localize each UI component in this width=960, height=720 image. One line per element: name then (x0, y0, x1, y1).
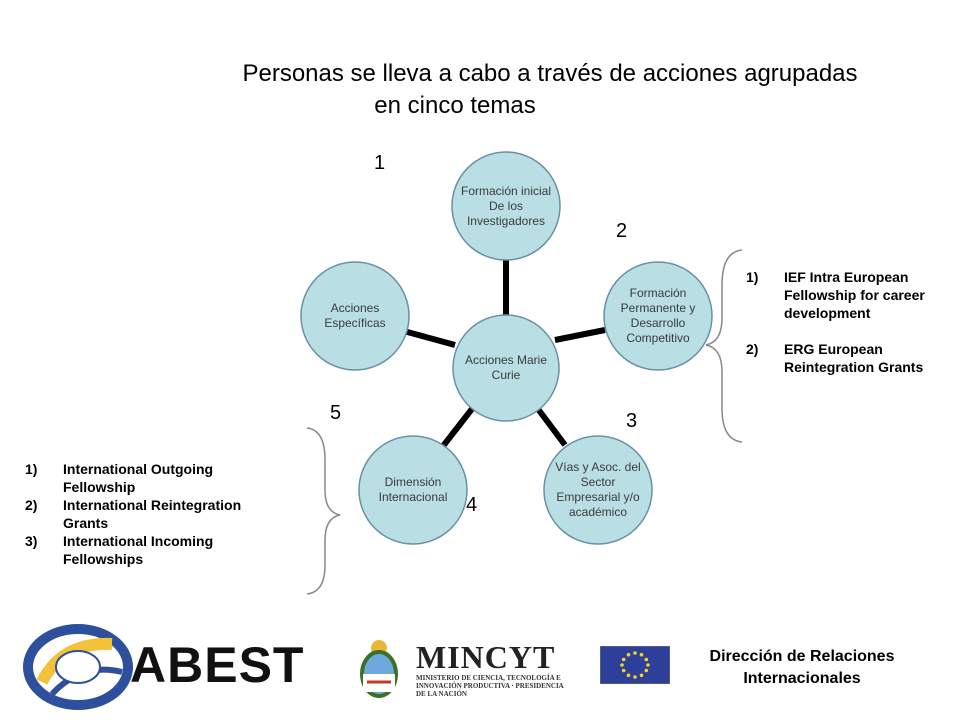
left-brace (306, 427, 341, 595)
mincyt-wordmark: MINCYT (416, 639, 556, 675)
node-number-4: 4 (466, 494, 478, 516)
list-item: 2) International Reintegration Grants (25, 496, 275, 532)
connector-3 (532, 403, 568, 447)
node-label-1: Formación inicial De los Investigadores (460, 183, 552, 228)
node-circle-1 (451, 151, 561, 261)
list-item: 1) IEF Intra European Fellowship for car… (746, 268, 946, 322)
abest-wordmark: ABEST (130, 637, 305, 693)
list-item: 3) International Incoming Fellowships (25, 532, 275, 568)
list-item-text: International Incoming Fellowships (63, 533, 214, 567)
center-label-wrap: Formación inicial De los Investigadores (454, 168, 558, 244)
node-circle-4 (358, 435, 468, 545)
center-label: Acciones Marie Curie (464, 353, 548, 382)
connector-5 (399, 327, 456, 348)
list-item-number: 2) (746, 341, 759, 357)
title-line-2: en cinco temas (374, 92, 536, 119)
node-number-5: 5 (330, 402, 342, 424)
node-label-5: Acciones Específicas (324, 301, 386, 330)
left-fellowship-list: 1) International Outgoing Fellowship 2) … (25, 460, 275, 568)
right-brace (705, 249, 743, 443)
list-item-text: ERG European Reintegration Grants (784, 341, 924, 375)
list-item-text: International Outgoing Fellowship (63, 461, 214, 495)
list-item-number: 3) (25, 533, 38, 549)
node-circle-2 (603, 261, 713, 371)
argentina-coat-of-arms-icon (360, 640, 398, 698)
connector-2 (554, 327, 606, 343)
slide-title: Personas se lleva a cabo a través de acc… (0, 58, 960, 122)
department-line-2: Internacionales (743, 670, 861, 687)
list-item-text: International Reintegration Grants (63, 497, 242, 531)
right-fellowship-list: 1) IEF Intra European Fellowship for car… (746, 268, 946, 376)
node-circle-3 (543, 435, 653, 545)
center-circle (452, 314, 560, 422)
list-item: 2) ERG European Reintegration Grants (746, 340, 946, 376)
eu-flag-icon (600, 646, 670, 684)
abest-swirl-logo (23, 624, 133, 710)
list-item-text: IEF Intra European Fellowship for career… (784, 269, 925, 321)
department-name: Dirección de Relaciones Internacionales (672, 646, 932, 690)
node-number-3: 3 (626, 410, 638, 432)
node-label-3: Vías y Asoc. del Sector Empresarial y/o … (555, 460, 641, 519)
node-circle-5 (300, 261, 410, 371)
list-item: 1) International Outgoing Fellowship (25, 460, 275, 496)
list-item-number: 2) (25, 497, 38, 513)
node-number-2: 2 (616, 220, 628, 242)
diagram-connectors (399, 255, 606, 452)
department-line-1: Dirección de Relaciones (709, 648, 895, 665)
node-number-1: 1 (374, 152, 386, 174)
node-label-4: Dimensión Internacional (378, 475, 448, 504)
mincyt-subtitle: MINISTERIO DE CIENCIA, TECNOLOGÍA E INNO… (416, 674, 564, 698)
list-item-number: 1) (25, 461, 38, 477)
list-item-number: 1) (746, 269, 759, 285)
title-line-1: Personas se lleva a cabo a través de acc… (242, 60, 858, 87)
node-label-2: Formación Permanente y Desarrollo Compet… (620, 286, 696, 345)
connector-4 (437, 403, 478, 452)
